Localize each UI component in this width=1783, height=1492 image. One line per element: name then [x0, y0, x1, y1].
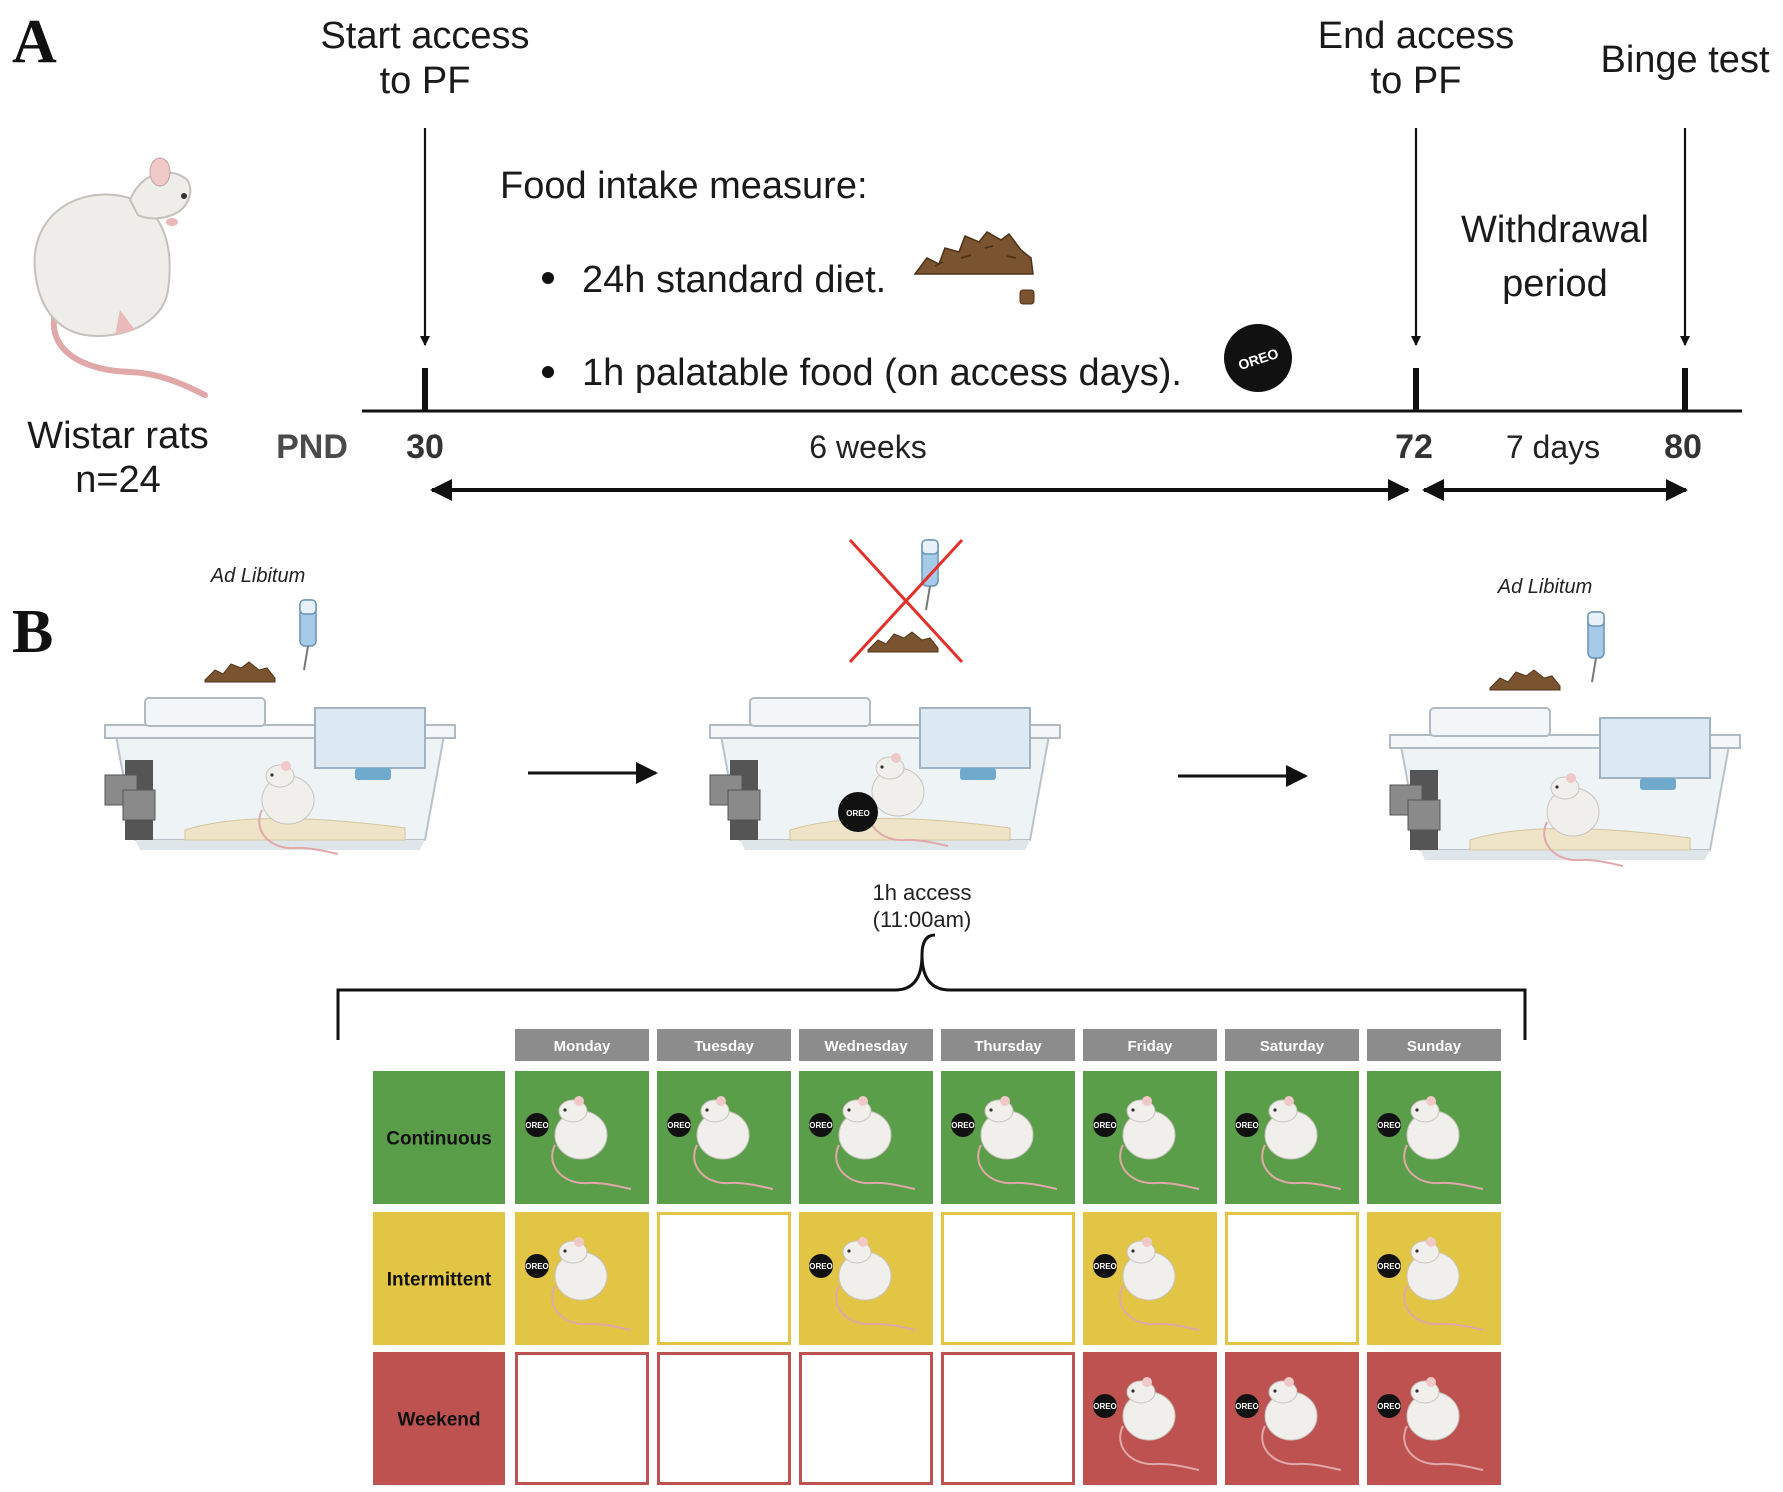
cell-continuous-thursday-access: OREO — [941, 1071, 1075, 1204]
cell-weekend-saturday-access: OREO — [1225, 1352, 1359, 1485]
day-label-tuesday: Tuesday — [694, 1038, 754, 1055]
bullet-dot-2 — [542, 366, 554, 378]
seven-days-label: 7 days — [1506, 429, 1600, 465]
svg-text:OREO: OREO — [1377, 1121, 1401, 1130]
binge-test-label: Binge test — [1601, 39, 1770, 81]
svg-text:OREO: OREO — [1235, 1121, 1259, 1130]
six-weeks-label: 6 weeks — [809, 429, 926, 465]
cell-continuous-sunday-access: OREO — [1367, 1071, 1501, 1204]
end-access-label-2: to PF — [1371, 60, 1462, 102]
row-label-cell-weekend — [373, 1352, 505, 1485]
row-label-cell-intermittent — [373, 1212, 505, 1345]
pnd-80-label: 80 — [1664, 428, 1702, 466]
svg-text:OREO: OREO — [1377, 1402, 1401, 1411]
water-bottle-left-icon — [299, 599, 317, 671]
svg-text:OREO: OREO — [525, 1262, 549, 1271]
start-access-label-1: Start access — [320, 15, 529, 57]
no-food-water-icon — [848, 538, 964, 664]
cell-intermittent-saturday-empty — [1225, 1212, 1359, 1345]
row-label-continuous: Continuous — [386, 1129, 492, 1150]
day-header-saturday — [1225, 1029, 1359, 1061]
cage-left — [104, 697, 456, 855]
ad-libitum-left-label: Ad Libitum — [210, 565, 306, 587]
cell-weekend-monday-empty — [515, 1352, 649, 1485]
cage-right — [1389, 707, 1741, 867]
schedule-grid: Monday Tuesday Wednesday Thursday Friday Satu… — [373, 1029, 1501, 1485]
chow-right-icon — [1489, 669, 1561, 691]
day-header-sunday — [1367, 1029, 1501, 1061]
end-access-label-1: End access — [1318, 15, 1514, 57]
cell-continuous-wednesday-access: OREO — [799, 1071, 933, 1204]
day-label-saturday: Saturday — [1260, 1038, 1325, 1055]
day-header-tuesday — [657, 1029, 791, 1061]
cell-continuous-saturday-access: OREO — [1225, 1071, 1359, 1204]
pnd-72-label: 72 — [1395, 428, 1433, 466]
rats-strain-label: Wistar rats — [27, 415, 209, 457]
cell-intermittent-sunday-access: OREO — [1367, 1212, 1501, 1345]
cell-intermittent-friday-access: OREO — [1083, 1212, 1217, 1345]
row-label-intermittent: Intermittent — [387, 1270, 492, 1291]
svg-text:OREO: OREO — [1093, 1121, 1117, 1130]
day-header-thursday — [941, 1029, 1075, 1061]
bullet-palatable-food: 1h palatable food (on access days). — [582, 352, 1182, 394]
access-label-2: (11:00am) — [873, 907, 972, 932]
svg-text:OREO: OREO — [1377, 1262, 1401, 1271]
access-label-1: 1h access — [872, 880, 971, 905]
svg-text:OREO: OREO — [1093, 1262, 1117, 1271]
rats-n-label: n=24 — [75, 459, 161, 501]
cell-intermittent-wednesday-access: OREO — [799, 1212, 933, 1345]
withdrawal-label-1: Withdrawal — [1461, 209, 1649, 251]
svg-text:OREO: OREO — [951, 1121, 975, 1130]
cell-weekend-sunday-access: OREO — [1367, 1352, 1501, 1485]
cage-middle: OREO — [709, 697, 1061, 851]
row-label-weekend: Weekend — [397, 1410, 480, 1431]
start-access-label-2: to PF — [380, 60, 471, 102]
oreo-icon: OREO — [1224, 324, 1292, 392]
day-header-monday — [515, 1029, 649, 1061]
day-label-monday: Monday — [554, 1038, 611, 1055]
cell-weekend-tuesday-empty — [657, 1352, 791, 1485]
water-bottle-right-icon — [1587, 611, 1605, 683]
bullet-standard-diet: 24h standard diet. — [582, 259, 886, 301]
day-label-thursday: Thursday — [974, 1038, 1042, 1055]
bullet-dot-1 — [542, 272, 554, 284]
svg-text:OREO: OREO — [1093, 1402, 1117, 1411]
day-header-friday — [1083, 1029, 1217, 1061]
svg-text:OREO: OREO — [667, 1121, 691, 1130]
day-header-wednesday — [799, 1029, 933, 1061]
svg-text:OREO: OREO — [809, 1121, 833, 1130]
panel-label-b: B — [12, 598, 53, 666]
day-label-sunday: Sunday — [1407, 1038, 1462, 1055]
cell-continuous-monday-access: OREO — [515, 1071, 649, 1204]
pnd-30-label: 30 — [406, 428, 444, 466]
day-label-wednesday: Wednesday — [824, 1038, 908, 1055]
wistar-rat-illustration — [33, 157, 208, 398]
cell-continuous-friday-access: OREO — [1083, 1071, 1217, 1204]
row-label-cell-continuous — [373, 1071, 505, 1204]
chow-left-icon — [204, 661, 276, 683]
withdrawal-label-2: period — [1502, 263, 1608, 305]
svg-text:OREO: OREO — [1235, 1402, 1259, 1411]
cell-intermittent-thursday-empty — [941, 1212, 1075, 1345]
cell-intermittent-tuesday-empty — [657, 1212, 791, 1345]
pnd-label: PND — [276, 428, 348, 466]
svg-text:OREO: OREO — [525, 1121, 549, 1130]
panel-label-a: A — [12, 8, 57, 76]
cell-weekend-wednesday-empty — [799, 1352, 933, 1485]
ad-libitum-right-label: Ad Libitum — [1497, 576, 1593, 598]
day-label-friday: Friday — [1127, 1038, 1173, 1055]
schedule-brace — [336, 933, 1527, 1040]
chow-pellets-icon — [913, 231, 1035, 305]
cell-weekend-thursday-empty — [941, 1352, 1075, 1485]
cell-intermittent-monday-access: OREO — [515, 1212, 649, 1345]
cell-weekend-friday-access: OREO — [1083, 1352, 1217, 1485]
food-intake-title: Food intake measure: — [500, 165, 868, 207]
svg-text:OREO: OREO — [809, 1262, 833, 1271]
svg-text:OREO: OREO — [846, 809, 870, 818]
cell-continuous-tuesday-access: OREO — [657, 1071, 791, 1204]
